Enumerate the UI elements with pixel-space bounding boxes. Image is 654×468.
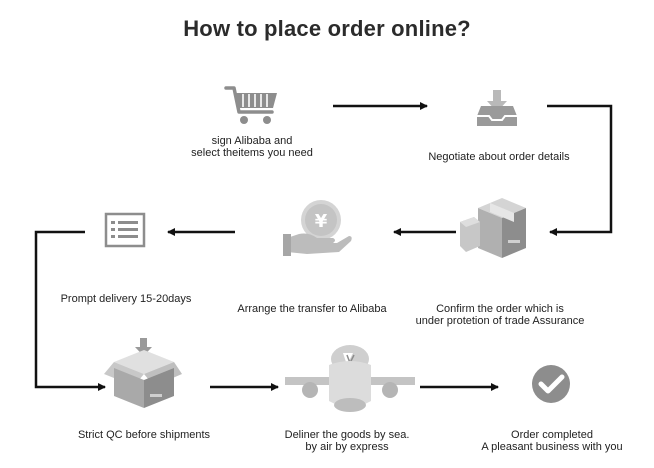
- arrow-step5-to-step6: [34, 230, 106, 391]
- step-2-line-1: Negotiate about order details: [428, 151, 570, 163]
- svg-text:¥: ¥: [315, 211, 328, 232]
- step-1-line-1: sign Alibaba and: [211, 135, 293, 147]
- step-7-line-1: Deliner the goods by sea.: [284, 429, 410, 441]
- step-8-line-1: Order completed: [511, 429, 593, 441]
- step-5-label: Prompt delivery 15-20days: [44, 293, 208, 305]
- step-2-label: Negotiate about order details: [404, 151, 594, 163]
- shopping-cart-icon: [224, 86, 277, 124]
- page-title: How to place order online?: [183, 16, 471, 41]
- step-1-line-2: select theitems you need: [191, 147, 313, 159]
- step-3-line-2: under protetion of trade Assurance: [415, 315, 585, 327]
- checklist-icon: [104, 212, 146, 248]
- yuan-coin-hand-icon: ¥: [283, 200, 352, 256]
- open-box-icon: [104, 338, 182, 408]
- step-1-label: sign Alibaba and select theitems you nee…: [174, 135, 330, 159]
- package-box-icon: [460, 198, 526, 258]
- inbox-download-icon: [477, 90, 517, 126]
- step-4-label: Arrange the transfer to Alibaba: [222, 303, 402, 315]
- step-3-line-1: Confirm the order which is: [436, 303, 564, 315]
- step-7-label: Deliner the goods by sea. by air by expr…: [272, 429, 422, 453]
- step-3-label: Confirm the order which is under proteti…: [400, 303, 600, 327]
- check-circle-icon: [532, 365, 570, 403]
- step-8-line-2: A pleasant business with you: [481, 441, 623, 453]
- arrow-step2-to-step3: [547, 104, 613, 236]
- step-7-line-2: by air by express: [305, 441, 389, 453]
- step-6-line-1: Strict QC before shipments: [77, 429, 211, 441]
- airplane-icon: [285, 345, 415, 412]
- step-6-label: Strict QC before shipments: [62, 429, 226, 441]
- step-4-line-1: Arrange the transfer to Alibaba: [237, 303, 387, 315]
- step-8-label: Order completed A pleasant business with…: [466, 429, 638, 453]
- step-5-line-1: Prompt delivery 15-20days: [60, 293, 192, 305]
